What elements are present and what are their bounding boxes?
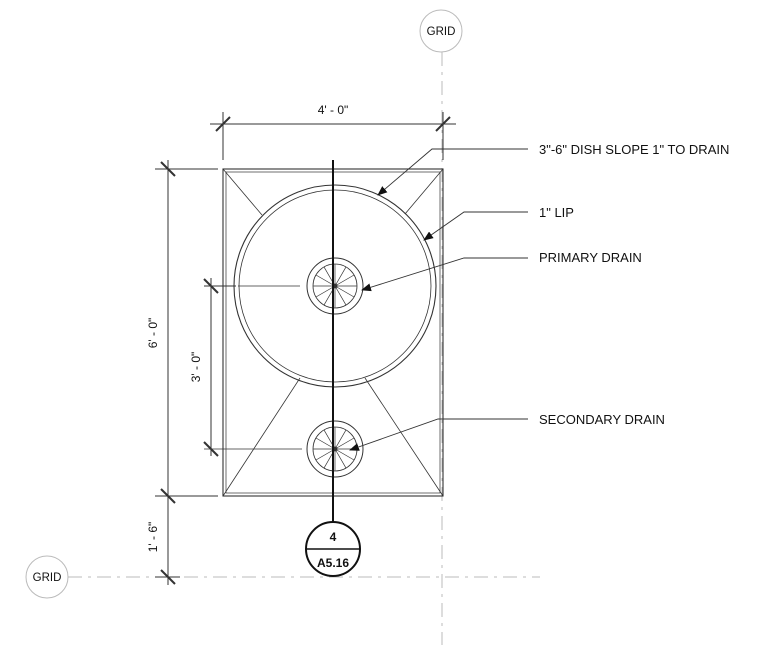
section-tag-sheet: A5.16: [317, 556, 349, 570]
callout-lip: 1" LIP: [539, 205, 574, 220]
dimension-height: [155, 160, 218, 585]
dimension-height-label: 6' - 0": [146, 318, 160, 349]
shower-pan: [204, 168, 444, 497]
section-tag[interactable]: 4 A5.16: [305, 521, 361, 577]
dimension-drain-spacing-label: 3' - 0": [189, 352, 203, 383]
dimension-width-label: 4' - 0": [318, 103, 349, 117]
dimension-width: [210, 112, 456, 160]
grid-lines: [68, 52, 540, 645]
grid-label-top: GRID: [427, 26, 456, 38]
grid-bubble-left: GRID: [25, 555, 69, 599]
primary-drain-symbol: [306, 257, 364, 315]
callout-primary-drain: PRIMARY DRAIN: [539, 250, 642, 265]
callout-leaders: [349, 148, 528, 451]
slope-lines: [222, 168, 444, 497]
grid-bubble-top: GRID: [419, 9, 463, 53]
leader-secondary-drain: [349, 418, 528, 451]
leader-lip: [423, 211, 528, 241]
drain-reference-lines: [204, 285, 302, 450]
dimension-offset-label: 1' - 6": [146, 522, 160, 553]
dimension-drain-spacing: [203, 278, 236, 457]
leader-dish: [377, 148, 528, 196]
section-tag-number: 4: [330, 530, 337, 544]
callout-secondary-drain: SECONDARY DRAIN: [539, 412, 665, 427]
callout-dish: 3"-6" DISH SLOPE 1" TO DRAIN: [539, 142, 729, 157]
secondary-drain-symbol: [306, 420, 364, 478]
grid-label-left: GRID: [33, 572, 62, 584]
leader-primary-drain: [361, 257, 528, 292]
